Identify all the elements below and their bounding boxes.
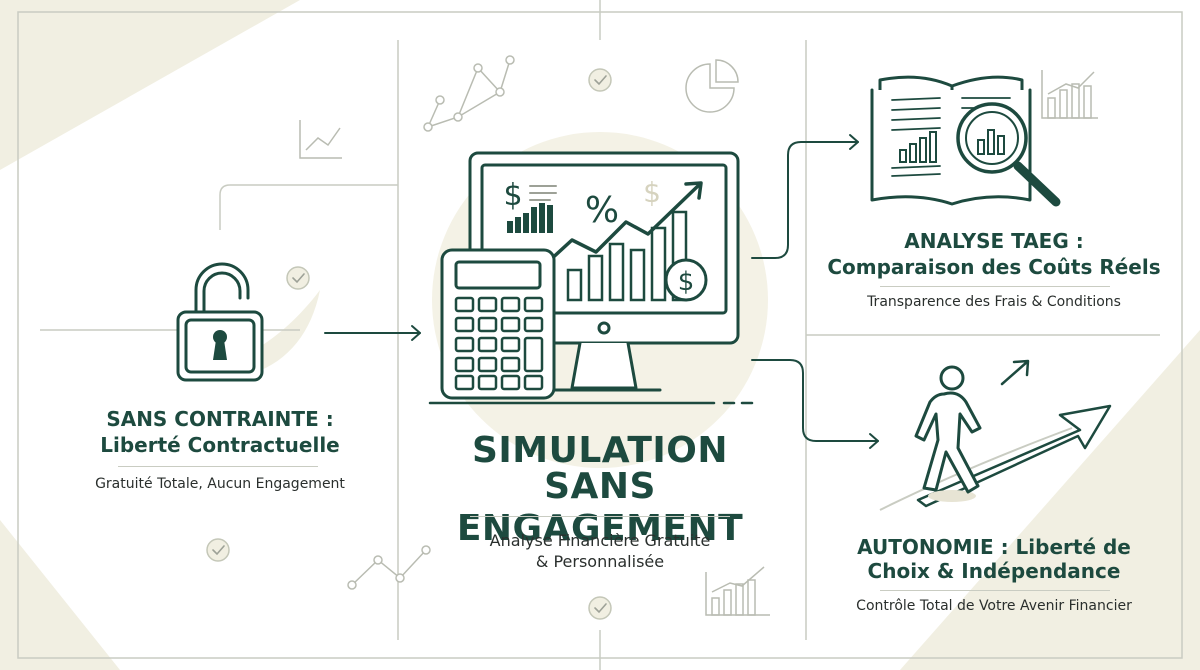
center-subtitle-line1: Analyse Financière Gratuite [489, 531, 711, 550]
decor-network-icon-bottom [347, 545, 431, 590]
coin-dollar-symbol: $ [678, 267, 695, 297]
bg-triangle-bottom-right [900, 330, 1200, 670]
bg-triangle-top-left [0, 0, 300, 170]
decor-pie-icon [685, 59, 739, 113]
decor-network-icon [423, 55, 515, 132]
center-title-line1: SIMULATION [471, 430, 729, 471]
decor-bar-chart-icon-bottom [705, 566, 770, 616]
center-divider [470, 516, 730, 517]
center-subtitle-line2: & Personnalisée [535, 552, 665, 571]
bottom-right-title-line2: Choix & Indépendance [867, 559, 1121, 583]
bottom-right-title-line1: AUTONOMIE : Liberté de [857, 535, 1131, 559]
top-right-title-line2: Comparaison des Coûts Réels [827, 255, 1161, 279]
top-right-title-line1: ANALYSE TAEG : [904, 229, 1084, 253]
bg-triangle-bottom-left [0, 520, 120, 670]
left-divider [118, 466, 318, 467]
faded-dollar-symbol: $ [643, 176, 661, 209]
top-right-subtitle: Transparence des Frais & Conditions [867, 294, 1121, 310]
calculator-keys [454, 296, 544, 391]
decor-line-chart-icon-left [299, 120, 342, 159]
center-title-line2: SANS ENGAGEMENT [456, 466, 744, 549]
left-title-line1: SANS CONTRAINTE : [106, 407, 334, 431]
dollar-symbol: $ [503, 178, 522, 213]
connector-arrows [324, 134, 879, 449]
bottom-right-divider [880, 590, 1110, 591]
left-title-line2: Liberté Contractuelle [100, 433, 340, 457]
decor-check-marks [212, 75, 607, 614]
percent-symbol: % [585, 190, 619, 231]
bottom-right-subtitle: Contrôle Total de Votre Avenir Financier [856, 598, 1132, 614]
decor-check-icons [206, 68, 612, 620]
decor-bar-chart-icon-right [1041, 70, 1098, 119]
top-right-divider [880, 286, 1110, 287]
left-subtitle: Gratuité Totale, Aucun Engagement [95, 476, 345, 492]
